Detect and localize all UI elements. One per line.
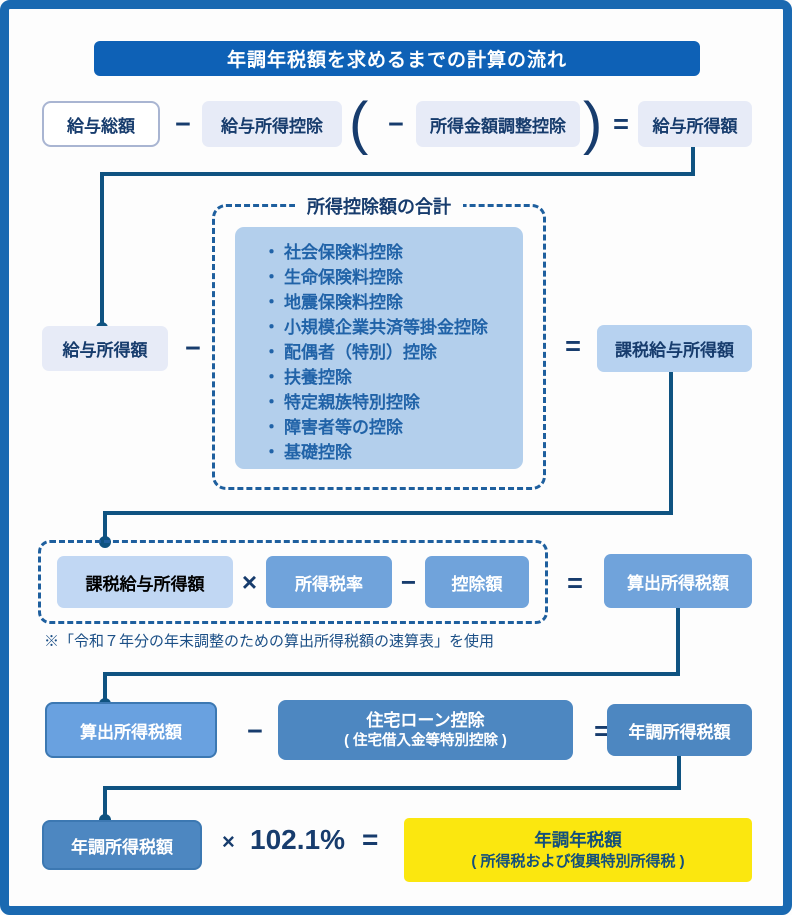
annual-tax-line1: 年調年税額 bbox=[534, 829, 622, 850]
connector-line bbox=[677, 756, 681, 790]
list-item: ・基礎控除 bbox=[263, 440, 515, 465]
bullet-icon: ・ bbox=[263, 343, 280, 362]
list-item-label: 配偶者（特別）控除 bbox=[284, 343, 437, 362]
equals-operator: = bbox=[565, 331, 581, 361]
bullet-icon: ・ bbox=[263, 243, 280, 262]
formula-row: 課税給与所得額 × 所得税率 − 控除額 bbox=[41, 543, 545, 621]
deduction-amount-box: 控除額 bbox=[425, 556, 529, 608]
paren-open: ( bbox=[349, 91, 369, 156]
list-item: ・小規模企業共済等掛金控除 bbox=[263, 315, 515, 340]
calculated-income-tax-box: 算出所得税額 bbox=[45, 702, 217, 758]
list-item-label: 扶養控除 bbox=[284, 368, 352, 387]
taxable-salary-income-box: 課税給与所得額 bbox=[597, 325, 752, 372]
list-item: ・地震保険料控除 bbox=[263, 290, 515, 315]
connector-line bbox=[100, 172, 695, 176]
connector-line bbox=[669, 372, 673, 515]
annual-tax-result-box: 年調年税額 ( 所得税および復興特別所得税 ) bbox=[404, 818, 752, 882]
gross-salary-box: 給与総額 bbox=[42, 101, 160, 147]
minus-operator: − bbox=[400, 566, 417, 597]
income-deductions-group: 所得控除額の合計 ・社会保険料控除 ・生命保険料控除 ・地震保険料控除 ・小規模… bbox=[212, 193, 546, 490]
connector-line bbox=[103, 672, 680, 676]
deductions-group-title: 所得控除額の合計 bbox=[295, 193, 463, 219]
connector-line bbox=[103, 786, 681, 790]
taxable-salary-income-box: 課税給与所得額 bbox=[57, 556, 233, 608]
minus-operator: − bbox=[388, 109, 404, 139]
times-operator: × bbox=[222, 829, 235, 854]
tax-calculation-formula-group: 課税給与所得額 × 所得税率 − 控除額 bbox=[38, 540, 548, 624]
calculated-income-tax-box: 算出所得税額 bbox=[604, 554, 752, 608]
minus-operator: − bbox=[175, 109, 191, 139]
diagram-title: 年調年税額を求めるまでの計算の流れ bbox=[94, 41, 700, 76]
bullet-icon: ・ bbox=[263, 418, 280, 437]
list-item-label: 生命保険料控除 bbox=[284, 268, 403, 287]
connector-line bbox=[103, 511, 107, 543]
housing-loan-line1: 住宅ローン控除 bbox=[366, 711, 485, 731]
annual-tax-line2: ( 所得税および復興特別所得税 ) bbox=[471, 852, 685, 870]
connector-line bbox=[103, 672, 107, 706]
list-item-label: 地震保険料控除 bbox=[284, 293, 403, 312]
connector-line bbox=[676, 608, 680, 674]
bullet-icon: ・ bbox=[263, 268, 280, 287]
income-adjustment-deduction-box: 所得金額調整控除 bbox=[416, 101, 580, 147]
list-item: ・配偶者（特別）控除 bbox=[263, 340, 515, 365]
deductions-list: ・社会保険料控除 ・生命保険料控除 ・地震保険料控除 ・小規模企業共済等掛金控除… bbox=[235, 227, 523, 469]
rate-value: 102.1% bbox=[250, 824, 345, 855]
list-item-label: 社会保険料控除 bbox=[284, 243, 403, 262]
times-operator: × bbox=[241, 566, 258, 597]
quick-table-note: ※「令和７年分の年末調整のための算出所得税額の速算表」を使用 bbox=[44, 633, 495, 650]
connector-line bbox=[691, 147, 695, 176]
bullet-icon: ・ bbox=[263, 293, 280, 312]
bullet-icon: ・ bbox=[263, 368, 280, 387]
equals-operator: = bbox=[567, 568, 583, 598]
list-item-label: 基礎控除 bbox=[284, 443, 352, 462]
adjusted-income-tax-box: 年調所得税額 bbox=[607, 704, 752, 756]
salary-income-result-box: 給与所得額 bbox=[638, 101, 752, 147]
connector-line bbox=[103, 511, 673, 515]
salary-income-box: 給与所得額 bbox=[42, 326, 168, 371]
adjusted-income-tax-box: 年調所得税額 bbox=[42, 820, 202, 870]
income-tax-rate-box: 所得税率 bbox=[266, 556, 392, 608]
connector-line bbox=[100, 172, 104, 330]
equals-operator: = bbox=[362, 824, 379, 855]
bullet-icon: ・ bbox=[263, 393, 280, 412]
bullet-icon: ・ bbox=[263, 443, 280, 462]
paren-close: ) bbox=[583, 91, 603, 156]
housing-loan-deduction-box: 住宅ローン控除 ( 住宅借入金等特別控除 ) bbox=[278, 700, 573, 760]
list-item: ・障害者等の控除 bbox=[263, 415, 515, 440]
bullet-icon: ・ bbox=[263, 318, 280, 337]
housing-loan-line2: ( 住宅借入金等特別控除 ) bbox=[344, 732, 507, 749]
equals-operator: = bbox=[613, 109, 629, 139]
minus-operator: − bbox=[247, 716, 263, 746]
list-item: ・特定親族特別控除 bbox=[263, 390, 515, 415]
minus-operator: − bbox=[185, 333, 201, 363]
list-item-label: 小規模企業共済等掛金控除 bbox=[284, 318, 488, 337]
list-item: ・扶養控除 bbox=[263, 365, 515, 390]
equals-operator: = bbox=[594, 716, 610, 746]
list-item: ・社会保険料控除 bbox=[263, 240, 515, 265]
list-item-label: 特定親族特別控除 bbox=[284, 393, 420, 412]
connector-line bbox=[103, 786, 107, 822]
list-item-label: 障害者等の控除 bbox=[284, 418, 403, 437]
list-item: ・生命保険料控除 bbox=[263, 265, 515, 290]
salary-deduction-box: 給与所得控除 bbox=[202, 101, 342, 147]
